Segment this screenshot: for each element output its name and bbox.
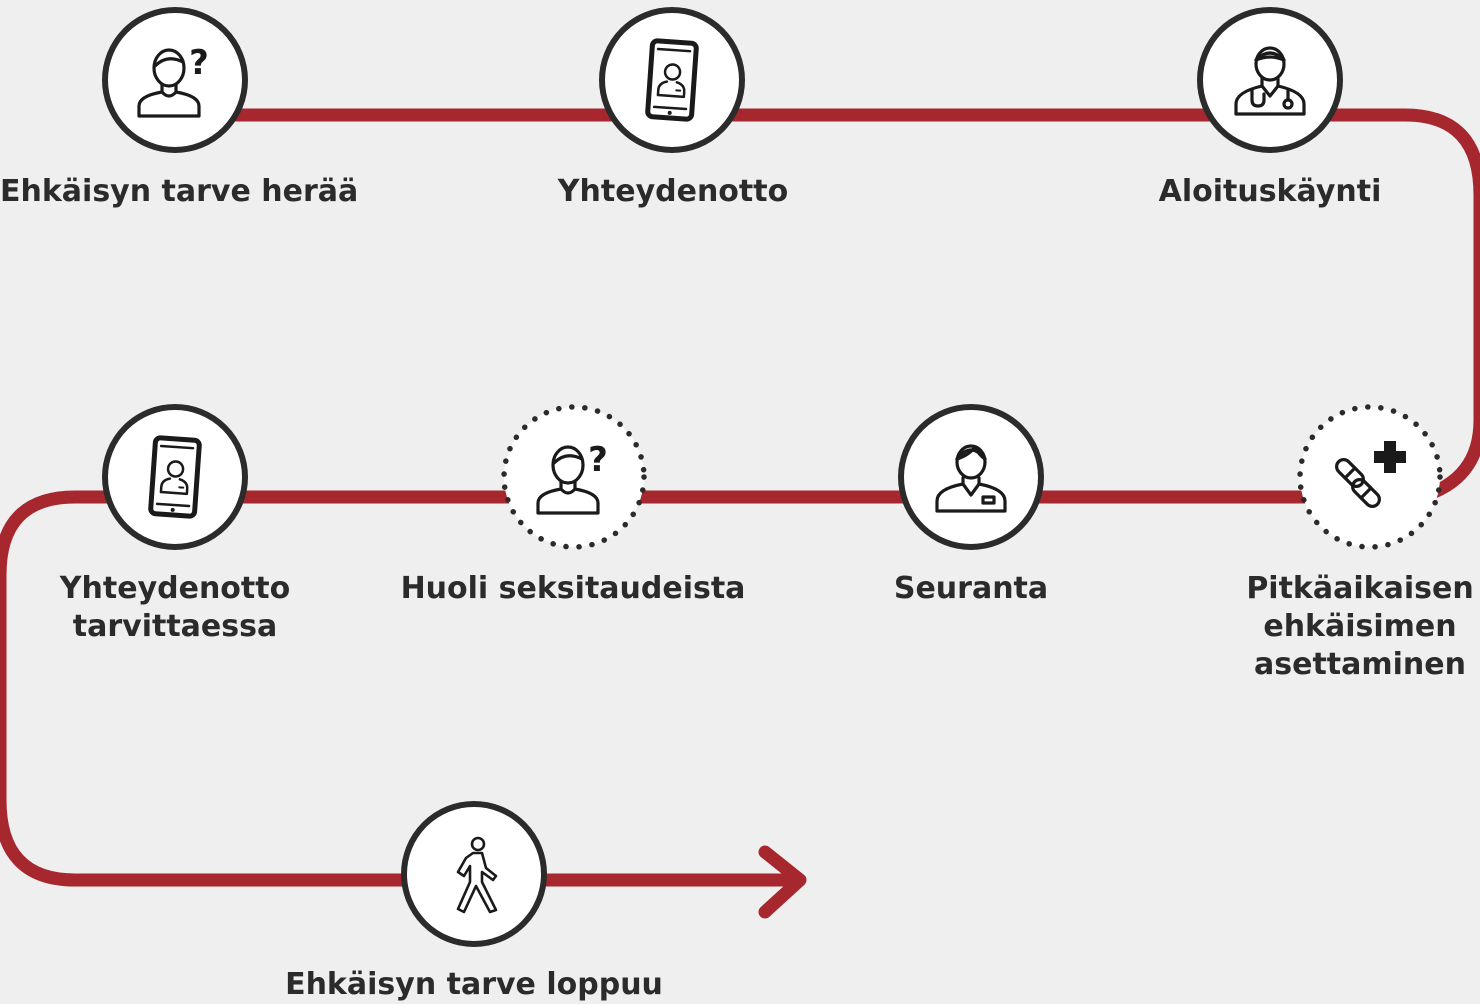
step-circle xyxy=(102,7,248,153)
journey-arrowhead xyxy=(758,845,807,919)
step-circle xyxy=(1297,404,1443,550)
step-label-6: Huoli seksitaudeista xyxy=(400,571,746,606)
step-node-1 xyxy=(102,7,248,153)
step-circle xyxy=(501,404,647,550)
step-label-8: Ehkäisyn tarve loppuu xyxy=(285,967,663,1002)
step-label-2: Yhteydenotto xyxy=(557,174,789,209)
step-node-3 xyxy=(1197,7,1343,153)
step-node-6 xyxy=(501,404,647,550)
step-label-3: Aloituskäynti xyxy=(1158,174,1382,209)
step-node-2 xyxy=(599,7,745,153)
step-label-7: Yhteydenotto tarvittaessa xyxy=(59,571,291,644)
step-node-8 xyxy=(401,801,547,947)
step-node-4 xyxy=(1297,404,1443,550)
journey-path-segment-middle xyxy=(0,490,1377,887)
step-label-5: Seuranta xyxy=(893,571,1049,606)
step-label-4: Pitkäaikaisen ehkäisimen asettaminen xyxy=(1246,571,1474,682)
step-label-1: Ehkäisyn tarve herää xyxy=(0,174,359,209)
step-node-5 xyxy=(898,404,1044,550)
step-node-7 xyxy=(102,404,248,550)
step-circle xyxy=(401,801,547,947)
